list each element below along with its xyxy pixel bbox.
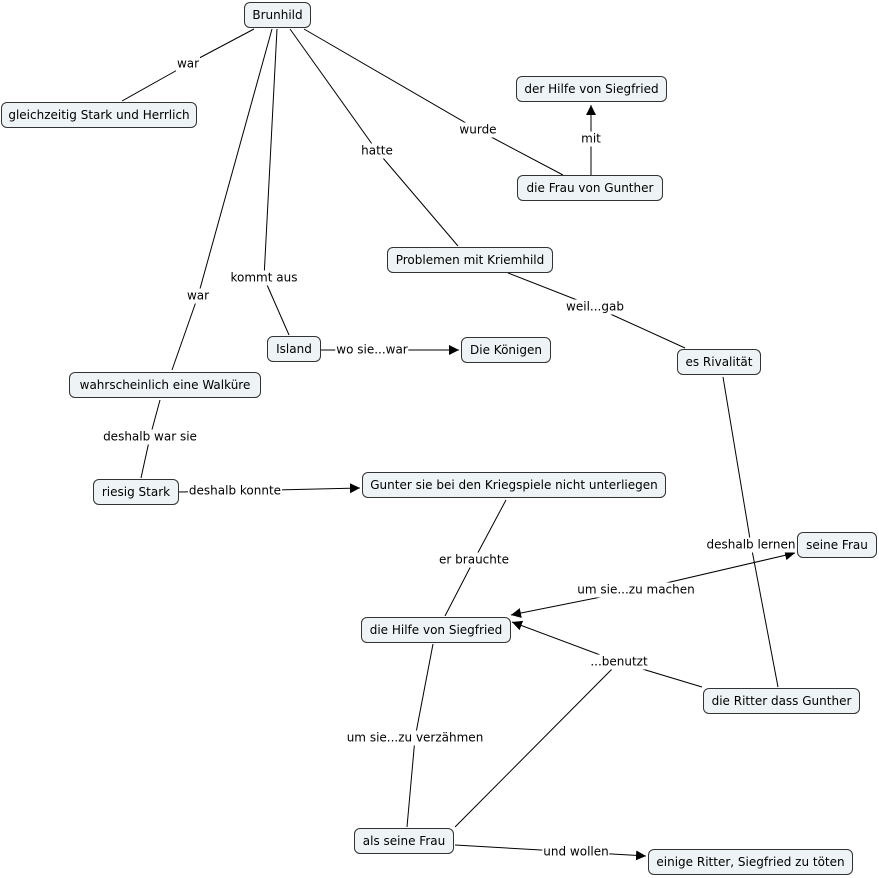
link-label-deshalb-lernen: deshalb lernen — [705, 537, 797, 553]
link-label-und-wollen: und wollen — [542, 844, 610, 860]
link-label-weil-gab: weil...gab — [565, 299, 625, 315]
connector-verzaehmen-als — [406, 737, 416, 828]
connector-hilfe-verzaehmen — [414, 643, 434, 739]
link-label-um-sie-zu-machen: um sie...zu machen — [576, 582, 696, 598]
concept-node-die-hilfe-von-siegfried[interactable]: die Hilfe von Siegfried — [361, 617, 511, 643]
connector-wurde-frau-gunther — [477, 129, 564, 176]
connector-als-benutzt — [454, 661, 620, 828]
link-label-benutzt: ...benutzt — [589, 654, 649, 670]
connector-gunter-brauchte — [473, 499, 507, 561]
connector-brunhild-war2 — [197, 28, 273, 297]
concept-node-gleichzeitig-stark[interactable]: gleichzeitig Stark und Herrlich — [1, 102, 197, 128]
concept-node-die-koenigen[interactable]: Die Königen — [461, 337, 551, 363]
concept-node-als-seine-frau[interactable]: als seine Frau — [354, 828, 454, 854]
link-label-war-2: war — [185, 288, 211, 304]
concept-node-seine-frau[interactable]: seine Frau — [797, 532, 877, 558]
link-label-kommt-aus: kommt aus — [229, 270, 299, 286]
concept-node-island[interactable]: Island — [267, 336, 321, 362]
link-label-war: war — [175, 56, 201, 72]
concept-node-ritter-dass-gunther[interactable]: die Ritter dass Gunther — [703, 688, 860, 714]
connector-brunhild-wurde — [303, 28, 479, 131]
concept-node-problemen-mit-kriemhild[interactable]: Problemen mit Kriemhild — [387, 247, 553, 273]
connector-rivalitaet-lernen — [722, 376, 752, 546]
connector-brunhild-hatte — [289, 28, 378, 152]
concept-node-brunhild[interactable]: Brunhild — [244, 2, 311, 28]
concept-node-hilfe-von-siegfried-top[interactable]: der Hilfe von Siegfried — [516, 76, 667, 102]
connector-kommt-aus-island — [263, 277, 290, 336]
concept-node-walkuere[interactable]: wahrscheinlich eine Walküre — [69, 372, 261, 398]
link-label-mit: mit — [580, 131, 602, 147]
concept-node-frau-von-gunther[interactable]: die Frau von Gunther — [517, 175, 663, 201]
concept-node-riesig-stark[interactable]: riesig Stark — [93, 479, 179, 505]
link-label-um-sie-zu-verzaehmen: um sie...zu verzähmen — [345, 730, 485, 746]
link-label-hatte: hatte — [360, 143, 394, 159]
connector-war2-walkuere — [171, 295, 199, 371]
link-label-deshalb-konnte: deshalb konnte — [187, 483, 283, 499]
concept-node-einige-ritter[interactable]: einige Ritter, Siegfried zu töten — [648, 849, 853, 875]
concept-node-gunter-kriegspiele[interactable]: Gunter sie bei den Kriegspiele nicht unt… — [362, 472, 666, 498]
concept-node-es-rivalitaet[interactable]: es Rivalität — [677, 349, 761, 375]
connector-hatte-problemen — [376, 150, 459, 247]
link-label-wo-sie-war: wo sie...war — [335, 342, 409, 358]
link-label-wurde: wurde — [458, 122, 498, 138]
connector-lernen-ritter — [750, 544, 779, 688]
connector-brauchte-hilfe — [444, 559, 475, 617]
link-label-er-brauchte: er brauchte — [438, 552, 510, 568]
connector-brunhild-kommt-aus — [263, 28, 278, 279]
link-label-deshalb-war-sie: deshalb war sie — [102, 429, 198, 445]
